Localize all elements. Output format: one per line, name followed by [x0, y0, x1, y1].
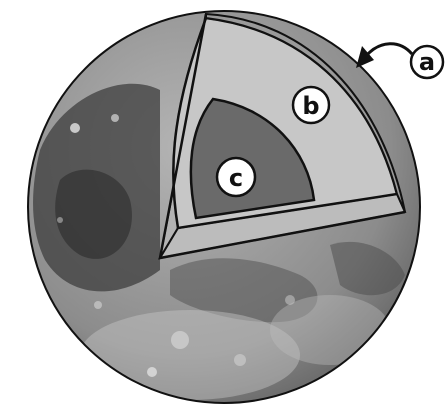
label-b-group: b — [293, 87, 329, 123]
label-c-group: c — [217, 158, 255, 196]
label-b: b — [302, 92, 319, 120]
pointer-arrow-a — [366, 44, 412, 56]
label-a-group: a — [356, 44, 443, 78]
label-c: c — [229, 164, 243, 192]
label-a: a — [419, 48, 435, 76]
